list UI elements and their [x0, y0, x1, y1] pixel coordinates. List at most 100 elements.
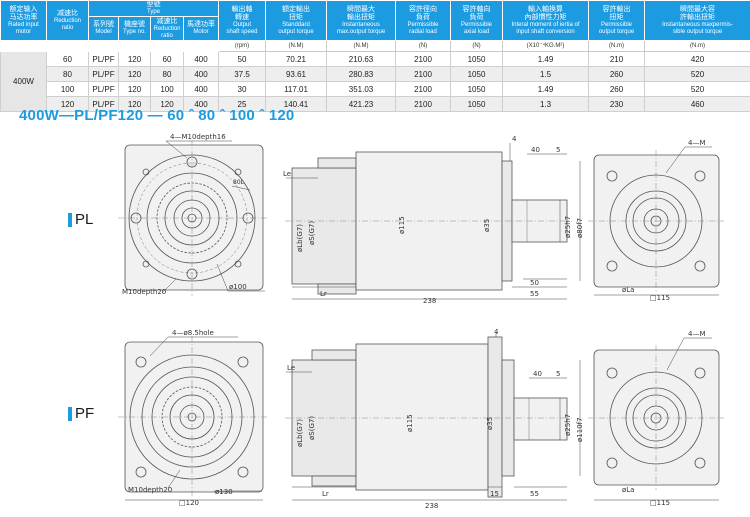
section-title: 400W—PL/PF120 — 60 ˆ 80 ˆ 100 ˆ 120 [19, 107, 295, 124]
pf-rear-view [588, 337, 724, 501]
pl-side-bore1: ø25h7 [564, 216, 572, 238]
pl-side-body-dia: ø115 [398, 216, 406, 234]
cell-ratio: 80 [46, 66, 89, 82]
pf-side-bore2: ø110f7 [576, 417, 584, 442]
pl-rear-hole-note: 4—M [688, 139, 706, 147]
cell-motor: 400 [183, 81, 219, 97]
cell-sub-ratio: 60 [150, 51, 184, 67]
pf-side-lr: Lr [322, 490, 329, 498]
pl-front-ring-label: 80L [233, 179, 245, 186]
pf-rear-hole-note: 4—M [688, 330, 706, 338]
cell-inertia: 1.49 [502, 81, 589, 97]
series-label-pf-text: PF [75, 405, 95, 422]
series-marker [68, 406, 72, 421]
pf-rear-square: □115 [650, 499, 670, 507]
pl-rear-la: øLa [622, 286, 634, 294]
pl-front-view [118, 140, 268, 296]
pf-front-pcd: ø130 [215, 488, 233, 496]
pl-side-key-dim: 40 [531, 146, 540, 154]
cell-speed: 50 [218, 51, 266, 67]
cell-speed: 25 [218, 96, 266, 112]
pf-side-key-dim: 40 [533, 370, 542, 378]
header-axial-load: 容許軸向 負荷 Permissible axial load [450, 0, 503, 41]
pl-side-shaft-dia: ø35 [483, 219, 491, 232]
cell-speed: 30 [218, 81, 266, 97]
pf-side-dim-4: 4 [494, 328, 499, 336]
header-inst-perm-torque: 瞬間最大容 許輸出扭矩 Instantaneous maxpermis- sib… [644, 0, 750, 41]
cell-radial: 2100 [395, 96, 451, 112]
header-max-torque: 瞬間最大 輸出扭矩 Instantaneous max.output torqu… [326, 0, 396, 41]
header-motor-power: 馬達功率 Motor [183, 16, 219, 41]
cell-axial: 1050 [450, 81, 503, 97]
cell-rated-torque: 117.01 [265, 81, 327, 97]
header-perm-output-torque: 容許輸出 扭矩 Permissible output torque [588, 0, 645, 41]
pl-rear-square: □115 [650, 294, 670, 302]
pf-side-dim-15: 15 [490, 490, 499, 498]
pf-front-tap-note: M10depth20 [128, 486, 172, 494]
cell-perm-torque: 230 [588, 96, 645, 112]
cell-ratio: 60 [46, 51, 89, 67]
cell-inst-torque: 520 [644, 81, 750, 97]
pl-rear-view [588, 146, 724, 296]
pf-side-lb: øLb(G7) [296, 419, 304, 447]
pf-rear-la: øLa [622, 486, 634, 494]
pl-side-dim-55: 55 [530, 290, 539, 298]
pl-front-hole-note: 4—M10depth16 [170, 133, 226, 141]
pf-side-shaft-dia: ø35 [486, 417, 494, 430]
pl-side-dim-4: 4 [512, 135, 517, 143]
cell-radial: 2100 [395, 66, 451, 82]
cell-inertia: 1.3 [502, 96, 589, 112]
cell-speed: 37.5 [218, 66, 266, 82]
pf-front-view [118, 336, 268, 501]
pl-side-key-width: 5 [556, 146, 560, 154]
pf-side-body-dia: ø115 [406, 414, 414, 432]
series-label-pf: PF [68, 405, 94, 422]
cell-frame: 120 [118, 66, 151, 82]
pl-side-length: 238 [423, 297, 436, 305]
cell-radial: 2100 [395, 81, 451, 97]
cell-radial: 2100 [395, 51, 451, 67]
pf-side-view [285, 332, 581, 501]
pf-side-le: Le [287, 364, 295, 372]
pl-side-le: Le [283, 170, 291, 178]
cell-perm-torque: 260 [588, 66, 645, 82]
cell-inertia: 1.5 [502, 66, 589, 82]
cell-axial: 1050 [450, 96, 503, 112]
cell-series: PL/PF [88, 96, 119, 112]
cell-motor: 400 [183, 66, 219, 82]
header-inertia: 輸入軸換算 內部慣性力矩 Interal moment of iertia of… [502, 0, 589, 41]
series-marker [68, 212, 72, 227]
cell-inst-torque: 460 [644, 96, 750, 112]
pf-side-bore1: ø25h7 [564, 414, 572, 436]
cell-rated-torque: 93.61 [265, 66, 327, 82]
cell-sub-ratio: 120 [150, 96, 184, 112]
cell-rated-torque: 140.41 [265, 96, 327, 112]
pf-side-s: øS(G7) [308, 416, 316, 440]
header-rated-input: 额定输入 马达功率 Rated input motor [0, 0, 47, 41]
pl-side-dim-50: 50 [530, 279, 539, 287]
header-series: 系列號 Model [88, 16, 119, 41]
header-radial-load: 容許徑向 負荷 Permissible radial load [395, 0, 451, 41]
pf-front-hole-note: 4—ø8.5hole [172, 329, 214, 337]
cell-inst-torque: 520 [644, 66, 750, 82]
series-label-pl: PL [68, 211, 93, 228]
header-output-speed: 輸出軸 轉速 Output shaft speed [218, 0, 266, 41]
cell-motor: 400 [183, 96, 219, 112]
cell-axial: 1050 [450, 51, 503, 67]
cell-perm-torque: 260 [588, 81, 645, 97]
pl-side-lr: Lr [320, 290, 327, 298]
pl-side-view [285, 143, 581, 300]
cell-frame: 120 [118, 51, 151, 67]
pl-side-bore2: ø80f7 [576, 218, 584, 238]
series-label-pl-text: PL [75, 211, 94, 228]
cell-max-torque: 280.83 [326, 66, 396, 82]
cell-frame: 120 [118, 96, 151, 112]
cell-ratio: 100 [46, 81, 89, 97]
cell-perm-torque: 210 [588, 51, 645, 67]
pl-side-lb: øLb(G7) [296, 224, 304, 252]
